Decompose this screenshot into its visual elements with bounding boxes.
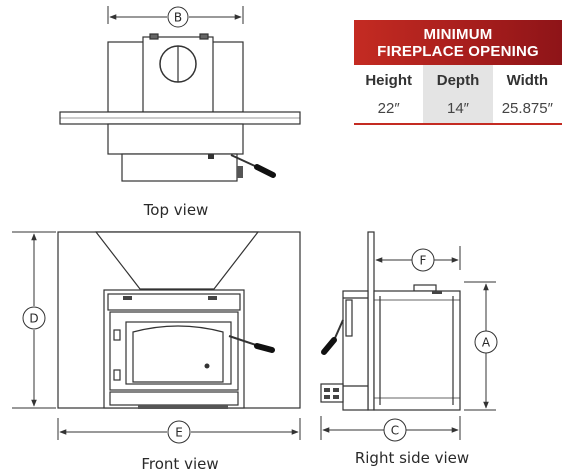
table-header-row: Height Depth Width	[354, 65, 562, 95]
front-view-label: Front view	[141, 455, 218, 473]
side-view-label: Right side view	[355, 449, 469, 467]
dim-label-D: D	[29, 312, 38, 326]
dimension-C: C	[320, 416, 461, 442]
dimension-D: D	[12, 231, 56, 409]
value-height: 22″	[377, 100, 400, 117]
top-view-label: Top view	[143, 201, 209, 219]
value-depth: 14″	[423, 95, 493, 123]
table-title-line2: FIREPLACE OPENING	[377, 43, 539, 60]
minimum-fireplace-opening-table: MINIMUM FIREPLACE OPENING Height Depth W…	[354, 20, 562, 125]
value-width: 25.875″	[501, 100, 553, 117]
dim-label-B: B	[174, 11, 182, 25]
header-width: Width	[506, 72, 549, 89]
table-bottom-rule	[354, 123, 562, 125]
dimension-A: A	[464, 281, 498, 411]
dimension-B: B	[107, 6, 244, 28]
table-value-row: 22″ 14″ 25.875″	[354, 95, 562, 123]
dim-label-F: F	[420, 254, 427, 268]
table-title: MINIMUM FIREPLACE OPENING	[354, 20, 562, 65]
dim-label-A: A	[482, 336, 491, 350]
table-title-line1: MINIMUM	[423, 26, 493, 43]
dimension-E: E	[57, 418, 301, 444]
dim-label-C: C	[391, 424, 399, 438]
dimension-F: F	[373, 246, 461, 272]
top-view-drawing	[59, 33, 301, 182]
header-depth: Depth	[423, 65, 493, 95]
side-view-drawing	[320, 231, 461, 411]
front-view-drawing	[57, 231, 301, 409]
dim-label-E: E	[175, 426, 183, 440]
header-height: Height	[365, 72, 412, 89]
